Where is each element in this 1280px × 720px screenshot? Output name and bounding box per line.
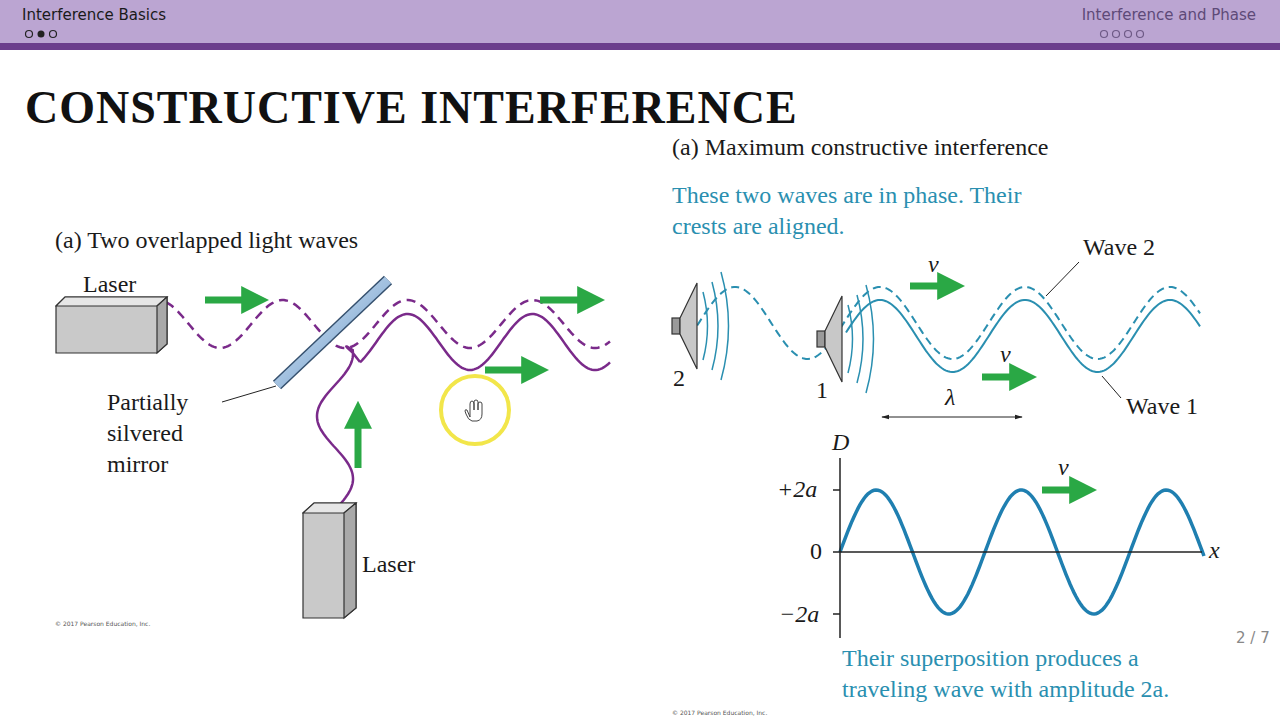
header-band: Interference Basics Interference and Phas… xyxy=(0,0,1280,50)
axis-label: D xyxy=(832,428,849,457)
part-name: Partially silvered mirror xyxy=(107,387,219,481)
tick-label: −2a xyxy=(779,600,819,629)
wave-1 xyxy=(846,300,1200,372)
source-number: 2 xyxy=(673,364,685,393)
wave-name: Wave 1 xyxy=(1126,392,1198,421)
mirror-face xyxy=(277,280,388,385)
wave-2 xyxy=(690,287,1200,359)
light-wave-solid xyxy=(360,314,610,370)
axis-label: x xyxy=(1209,536,1220,565)
section-name: Interference Basics xyxy=(22,6,166,24)
velocity-symbol: v xyxy=(1000,340,1011,369)
hand-cursor xyxy=(465,400,482,421)
leader-line xyxy=(1046,262,1079,296)
light-wave-solid xyxy=(317,346,360,510)
superposition-wave xyxy=(840,490,1204,614)
laser-box xyxy=(302,502,360,620)
velocity-symbol: v xyxy=(1058,453,1069,482)
copyright: © 2017 Pearson Education, Inc. xyxy=(672,709,767,716)
leader-line xyxy=(222,386,276,402)
copyright: © 2017 Pearson Education, Inc. xyxy=(55,620,150,627)
green-arrows xyxy=(205,286,1086,490)
leader-line xyxy=(1102,376,1121,398)
laser-label: Laser xyxy=(83,270,136,299)
wavelength-symbol: λ xyxy=(945,383,955,412)
laser-node: Laser xyxy=(302,502,437,620)
velocity-symbol: v xyxy=(928,250,939,279)
slide-title: CONSTRUCTIVE INTERFERENCE xyxy=(25,80,798,135)
laser-node: Laser xyxy=(55,272,170,356)
laser-box xyxy=(55,296,170,356)
speaker-2 xyxy=(672,272,729,380)
laser-label: Laser xyxy=(362,550,415,579)
tick-label: 0 xyxy=(810,537,822,566)
wave-name: Wave 2 xyxy=(1083,233,1155,262)
speaker-1 xyxy=(817,285,874,393)
figure-heading: (a) Maximum constructive interference xyxy=(672,133,1049,162)
note: These two waves are in phase. Their cres… xyxy=(672,180,1032,242)
mirror xyxy=(277,280,388,385)
graph-axes xyxy=(833,458,1202,638)
section-name: Interference and Phase xyxy=(1082,6,1256,24)
caption: Their superposition produces a traveling… xyxy=(842,643,1222,705)
wavelength-arrow xyxy=(882,417,1022,418)
source-number: 1 xyxy=(816,376,828,405)
figure-heading: (a) Two overlapped light waves xyxy=(55,226,358,255)
light-wave-dashed xyxy=(166,300,610,348)
tick-label: +2a xyxy=(777,475,817,504)
cursor-ring xyxy=(441,376,509,444)
page-number: 2 / 7 xyxy=(1236,629,1270,647)
